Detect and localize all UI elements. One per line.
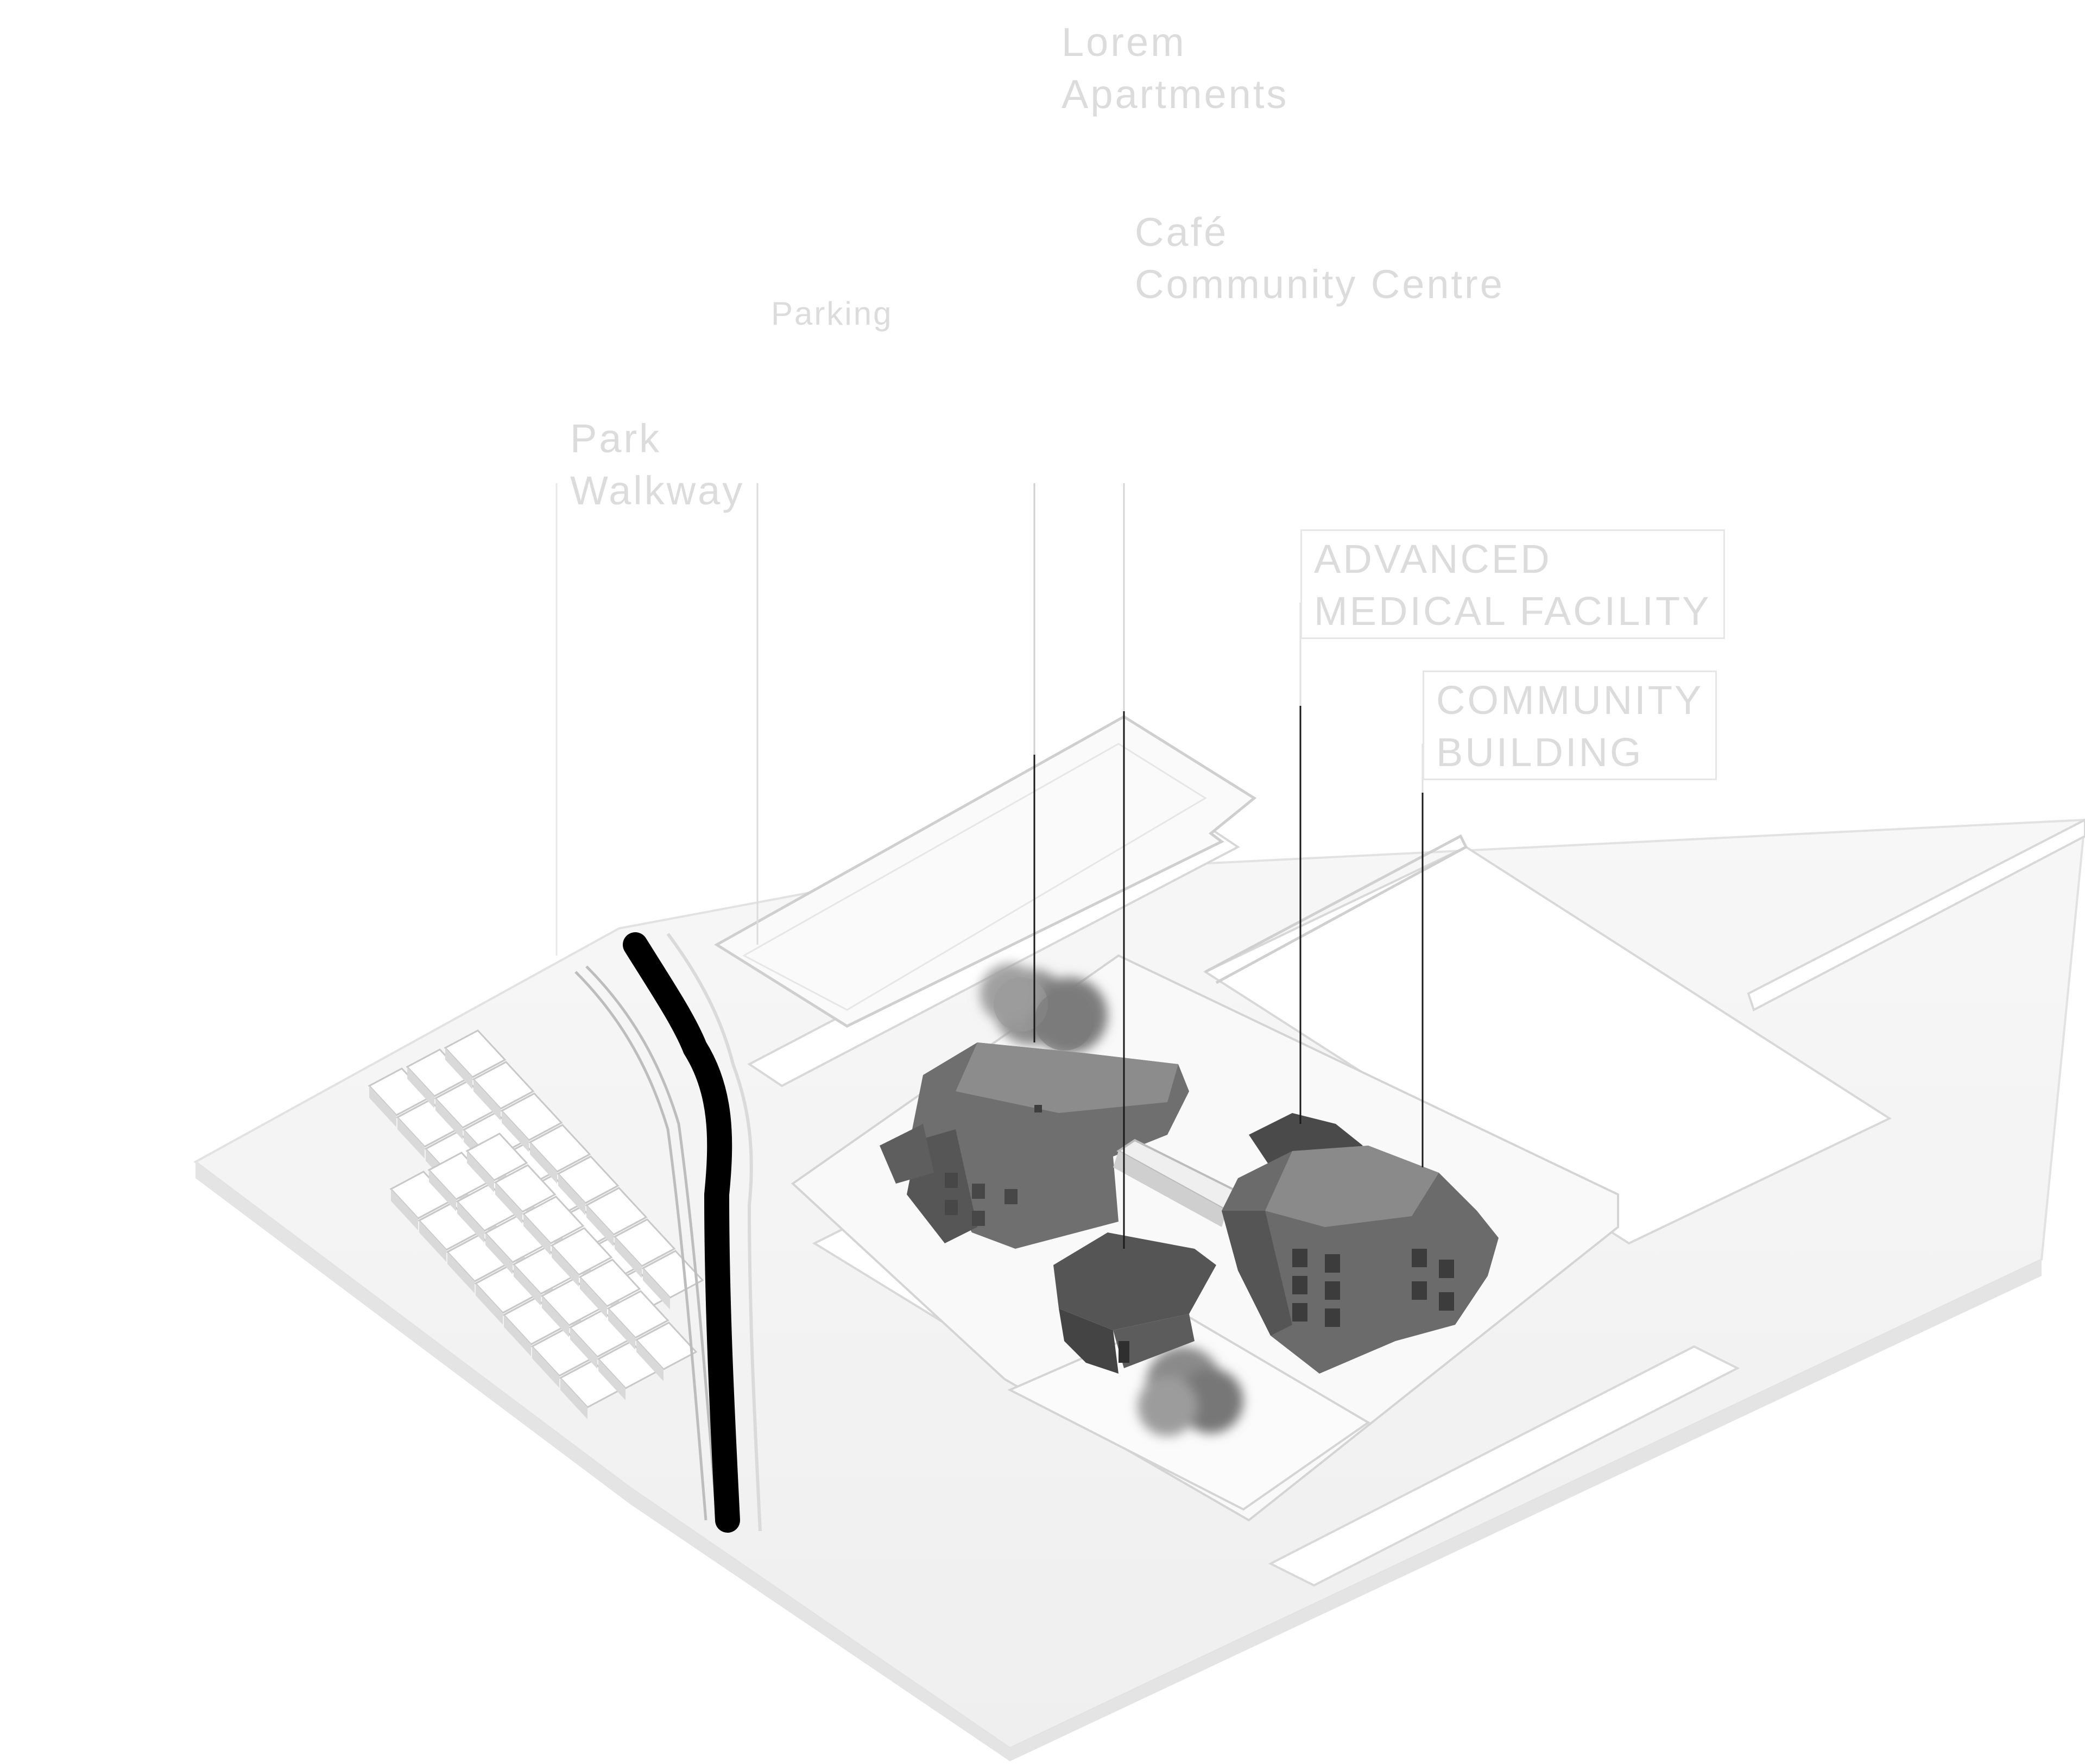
house-side	[391, 1189, 418, 1230]
house-side	[473, 1079, 501, 1121]
house-side	[580, 1277, 607, 1318]
house-side	[457, 1202, 484, 1243]
house-side	[435, 1098, 463, 1140]
house-side	[560, 1378, 587, 1419]
building-west	[880, 1042, 1189, 1249]
advanced-medical-label-line-1: ADVANCED	[1314, 536, 1552, 581]
house-side	[514, 1264, 541, 1306]
residential-label: Lorem Apartments	[1062, 16, 1288, 121]
house-roof	[578, 1259, 641, 1307]
advanced-medical-label-line-2: MEDICAL FACILITY	[1314, 589, 1711, 634]
house-side	[429, 1170, 456, 1211]
house-side	[397, 1117, 425, 1159]
park-label-line-2: Walkway	[570, 468, 745, 513]
creek	[623, 932, 740, 1533]
building-east	[1222, 1113, 1499, 1374]
house-roof	[641, 1250, 704, 1299]
road-right-long	[1747, 818, 2085, 1011]
existing-building-label-line-2: Community Centre	[1135, 262, 1505, 307]
house-side	[407, 1067, 434, 1108]
house-roof	[550, 1227, 613, 1276]
house-side	[530, 1142, 557, 1184]
right-block-outline	[1204, 834, 1468, 984]
house-side	[502, 1111, 529, 1152]
house-side	[532, 1346, 559, 1388]
house-side	[447, 1252, 475, 1293]
house-side	[615, 1237, 642, 1278]
house-side	[586, 1205, 614, 1247]
house-roof	[606, 1290, 669, 1339]
house-roof	[585, 1187, 648, 1236]
community-building-label-line-2: BUILDING	[1436, 730, 1644, 775]
house-roof	[635, 1322, 698, 1370]
railway	[574, 965, 718, 1521]
house-side	[476, 1284, 503, 1325]
house-side	[445, 1048, 472, 1089]
road-bottom	[1268, 1345, 1740, 1587]
house-side	[570, 1327, 597, 1369]
advanced-medical-label: ADVANCED MEDICAL FACILITY	[1300, 529, 1725, 639]
house-side	[636, 1340, 664, 1381]
house-side	[608, 1308, 635, 1350]
existing-building-label: Café Community Centre	[1135, 206, 1505, 311]
house-side	[643, 1268, 670, 1310]
leader-lines	[555, 483, 1424, 1249]
community-building-label-line-1: COMMUNITY	[1436, 678, 1704, 723]
house-side	[485, 1233, 513, 1274]
house-side	[467, 1151, 494, 1192]
existing-building-label-line-1: Café	[1135, 210, 1229, 255]
house-side	[369, 1086, 396, 1127]
creek-bank	[666, 933, 762, 1532]
residential-label-line-2: Apartments	[1062, 72, 1289, 117]
park-label: Park Walkway	[570, 413, 744, 517]
house-side	[419, 1221, 446, 1262]
park-label-line-1: Park	[570, 416, 662, 461]
community-building-label: COMMUNITY BUILDING	[1423, 671, 1717, 780]
house-side	[542, 1296, 569, 1337]
tree-south	[1138, 1346, 1243, 1436]
house-side	[552, 1245, 579, 1287]
parking-label-line-1: Parking	[771, 295, 893, 332]
building-south	[1053, 1232, 1216, 1374]
residential-label-line-1: Lorem	[1062, 20, 1186, 65]
parking-lot-inner	[742, 743, 1207, 1011]
trees	[980, 964, 1243, 1436]
house-side	[504, 1315, 531, 1356]
house-roof	[613, 1218, 676, 1267]
house-side	[523, 1214, 551, 1255]
house-side	[495, 1183, 522, 1224]
house-side	[558, 1174, 585, 1215]
house-side	[598, 1359, 626, 1400]
parking-label: Parking	[771, 288, 893, 340]
bridge-side	[1113, 1151, 1227, 1227]
house-roof	[557, 1155, 620, 1204]
housing-rows	[368, 1029, 704, 1419]
